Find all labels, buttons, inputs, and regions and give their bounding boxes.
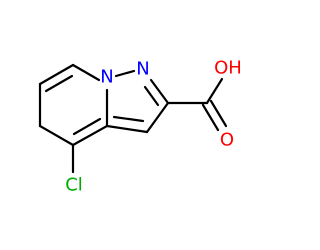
bond-c2-c3 bbox=[145, 101, 170, 134]
bond-c3-c10 bbox=[105, 124, 149, 134]
pyrazole-ring bbox=[105, 69, 170, 134]
atom-n2: N bbox=[136, 59, 149, 80]
carboxylic-acid-group bbox=[166, 77, 228, 132]
bond-c9-c10-inner bbox=[72, 117, 102, 136]
atom-n1: N bbox=[100, 67, 113, 88]
bond-n1-n2 bbox=[114, 69, 136, 78]
bond-c8-c9 bbox=[38, 124, 75, 147]
bond-n2-c2 bbox=[149, 78, 170, 105]
bond-n2-c2-inner bbox=[143, 85, 160, 107]
atom-o-carbonyl: O bbox=[220, 130, 234, 151]
chemical-structure: N N OH O Cl bbox=[38, 58, 242, 196]
bond-c7-c6 bbox=[38, 63, 75, 86]
atom-labels: N N OH O Cl bbox=[65, 58, 242, 196]
bond-c3-c10-inner bbox=[112, 115, 145, 123]
bond-cooh-o-double-1 bbox=[201, 103, 220, 132]
atom-cl: Cl bbox=[65, 175, 83, 196]
bond-cooh-o-double-2 bbox=[209, 99, 228, 128]
bond-c9-c10 bbox=[71, 124, 109, 147]
atom-oh: OH bbox=[214, 58, 242, 79]
bond-cooh-oh bbox=[205, 77, 224, 105]
bond-c7-c6-inner bbox=[44, 74, 74, 93]
bond-c6-n1 bbox=[71, 63, 101, 82]
pyridine-ring bbox=[38, 63, 109, 147]
